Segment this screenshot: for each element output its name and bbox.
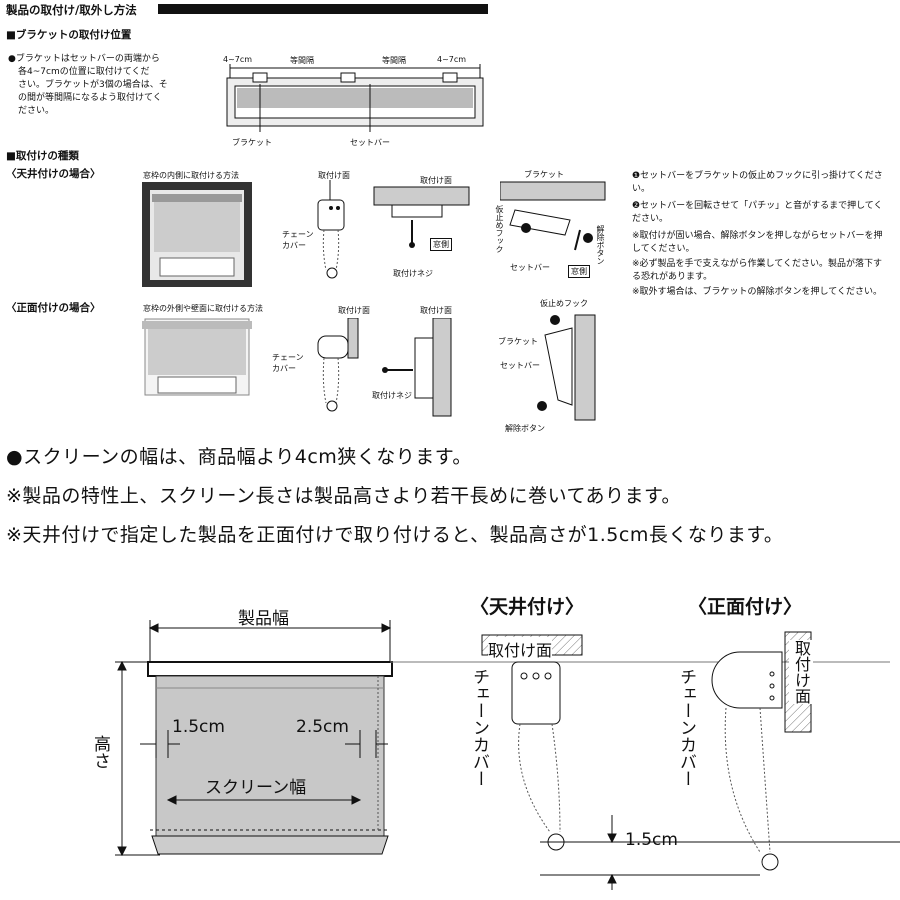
front-release-label: 解除ボタン bbox=[505, 424, 545, 433]
step-item: ※取外す場合は、ブラケットの解除ボタンを押してください。 bbox=[632, 287, 883, 297]
dim-front-chain-cover: チェーンカバー bbox=[676, 668, 696, 787]
note-height-change: ※天井付けで指定した製品を正面付けで取り付けると、製品高さが1.5cm長くなりま… bbox=[6, 524, 784, 546]
ceiling-step-bracket-label: ブラケット bbox=[524, 170, 564, 179]
ceiling-window-side-label: 窓側 bbox=[430, 238, 452, 251]
dim-ceiling-title: 〈天井付け〉 bbox=[470, 596, 585, 618]
ceiling-caption: 窓枠の内側に取付ける方法 bbox=[143, 171, 239, 180]
dim-front-surface: 取付け面 bbox=[789, 640, 813, 704]
front-window-illustration bbox=[142, 318, 252, 396]
step-item: ※必ず製品を手で支えながら作業してください。製品が落下する恐れがあります。 bbox=[632, 259, 883, 282]
bracket-position-description: ●ブラケットはセットバーの両端から 各4~7cmの位置に取付けてくだ さい。ブラ… bbox=[8, 54, 168, 116]
bracket-position-heading: ■ブラケットの取付け位置 bbox=[6, 29, 132, 41]
note-screen-width: ●スクリーンの幅は、商品幅より4cm狭くなります。 bbox=[6, 446, 472, 468]
label-equal-1: 等間隔 bbox=[290, 56, 314, 65]
ceiling-hook-label: 仮止めフック bbox=[495, 205, 504, 253]
front-step-setbar-label: セットバー bbox=[500, 361, 540, 370]
front-surface-label-2: 取付け面 bbox=[420, 306, 452, 315]
label-right-range: 4~7cm bbox=[437, 55, 467, 64]
step-item: ❶セットバーをブラケットの仮止めフックに引っ掛けてください。 bbox=[632, 171, 883, 194]
label-bracket: ブラケット bbox=[232, 138, 272, 147]
front-chain-cover-label: チェーン カバー bbox=[272, 353, 304, 373]
dim-screen-width: スクリーン幅 bbox=[205, 778, 307, 798]
label-setbar: セットバー bbox=[350, 138, 390, 147]
ceiling-surface-label-2: 取付け面 bbox=[420, 176, 452, 185]
label-equal-2: 等間隔 bbox=[382, 56, 406, 65]
mount-types-heading: ■取付けの種類 bbox=[6, 150, 79, 162]
dim-right-gap: 2.5cm bbox=[296, 717, 349, 737]
dim-product-width: 製品幅 bbox=[238, 609, 289, 629]
dim-ceiling-surface: 取付け面 bbox=[488, 637, 553, 661]
ceiling-surface-label-1: 取付け面 bbox=[318, 171, 350, 180]
ceiling-step-setbar-label: セットバー bbox=[510, 263, 550, 272]
dim-ceiling-chain-cover: チェーンカバー bbox=[469, 668, 489, 787]
installation-steps: ❶セットバーをブラケットの仮止めフックに引っ掛けてください。 ❷セットバーを回転… bbox=[632, 170, 890, 299]
ceiling-screw-label: 取付けネジ bbox=[393, 269, 433, 278]
front-caption: 窓枠の外側や壁面に取付ける方法 bbox=[143, 304, 263, 313]
ceiling-screw-illustration bbox=[373, 186, 470, 248]
ceiling-release-label: 解除ボタン bbox=[596, 225, 605, 265]
page-title: 製品の取付け/取外し方法 bbox=[6, 3, 137, 17]
ceiling-step-window-side: 窓側 bbox=[568, 265, 590, 278]
step-item: ※取付けが固い場合、解除ボタンを押しながらセットバーを押してください。 bbox=[632, 231, 883, 254]
step-item: ❷セットバーを回転させて「パチッ」と音がするまで押してください。 bbox=[632, 201, 883, 224]
dim-front-title: 〈正面付け〉 bbox=[688, 596, 803, 618]
front-step-bracket-label: ブラケット bbox=[498, 337, 538, 346]
dim-height: 高さ bbox=[90, 735, 110, 769]
ceiling-mount-heading: 〈天井付けの場合〉 bbox=[6, 168, 101, 180]
ceiling-step-illustration bbox=[500, 181, 606, 251]
bracket-position-diagram bbox=[226, 64, 484, 132]
ceiling-chain-cover-illustration bbox=[317, 180, 345, 279]
front-chain-cover-illustration bbox=[317, 318, 359, 412]
front-hook-label: 仮止めフック bbox=[540, 299, 588, 308]
front-surface-label-1: 取付け面 bbox=[338, 306, 370, 315]
ceiling-chain-cover-label: チェーン カバー bbox=[282, 230, 314, 250]
dimension-diagram bbox=[115, 620, 900, 890]
dim-left-gap: 1.5cm bbox=[172, 717, 225, 737]
ceiling-window-illustration bbox=[142, 182, 252, 287]
front-screw-illustration bbox=[382, 318, 452, 417]
title-bar-decoration bbox=[158, 4, 488, 14]
note-screen-length: ※製品の特性上、スクリーン長さは製品高さより若干長めに巻いてあります。 bbox=[6, 485, 682, 507]
label-left-range: 4~7cm bbox=[223, 55, 253, 64]
dim-offset: 1.5cm bbox=[625, 830, 678, 850]
front-mount-heading: 〈正面付けの場合〉 bbox=[6, 302, 101, 314]
front-screw-label: 取付けネジ bbox=[372, 391, 412, 400]
front-step-illustration bbox=[537, 314, 596, 421]
